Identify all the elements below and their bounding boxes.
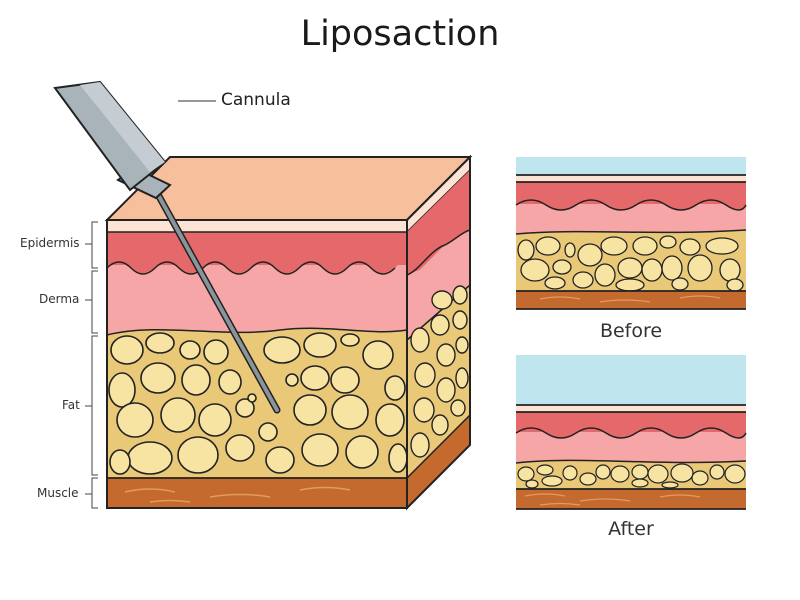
cannula-icon [53, 80, 281, 414]
fat-cells [108, 332, 408, 475]
fat-label: Fat [62, 398, 80, 412]
derma-label: Derma [39, 292, 80, 306]
cannula-label: Cannula [221, 90, 291, 110]
before-caption: Before [599, 320, 663, 342]
muscle-label: Muscle [37, 486, 79, 500]
after-panel [515, 355, 747, 510]
after-caption: After [608, 518, 654, 540]
before-panel [515, 157, 747, 310]
epidermis-label: Epidermis [20, 236, 80, 250]
page-title: Liposaction [300, 14, 500, 54]
